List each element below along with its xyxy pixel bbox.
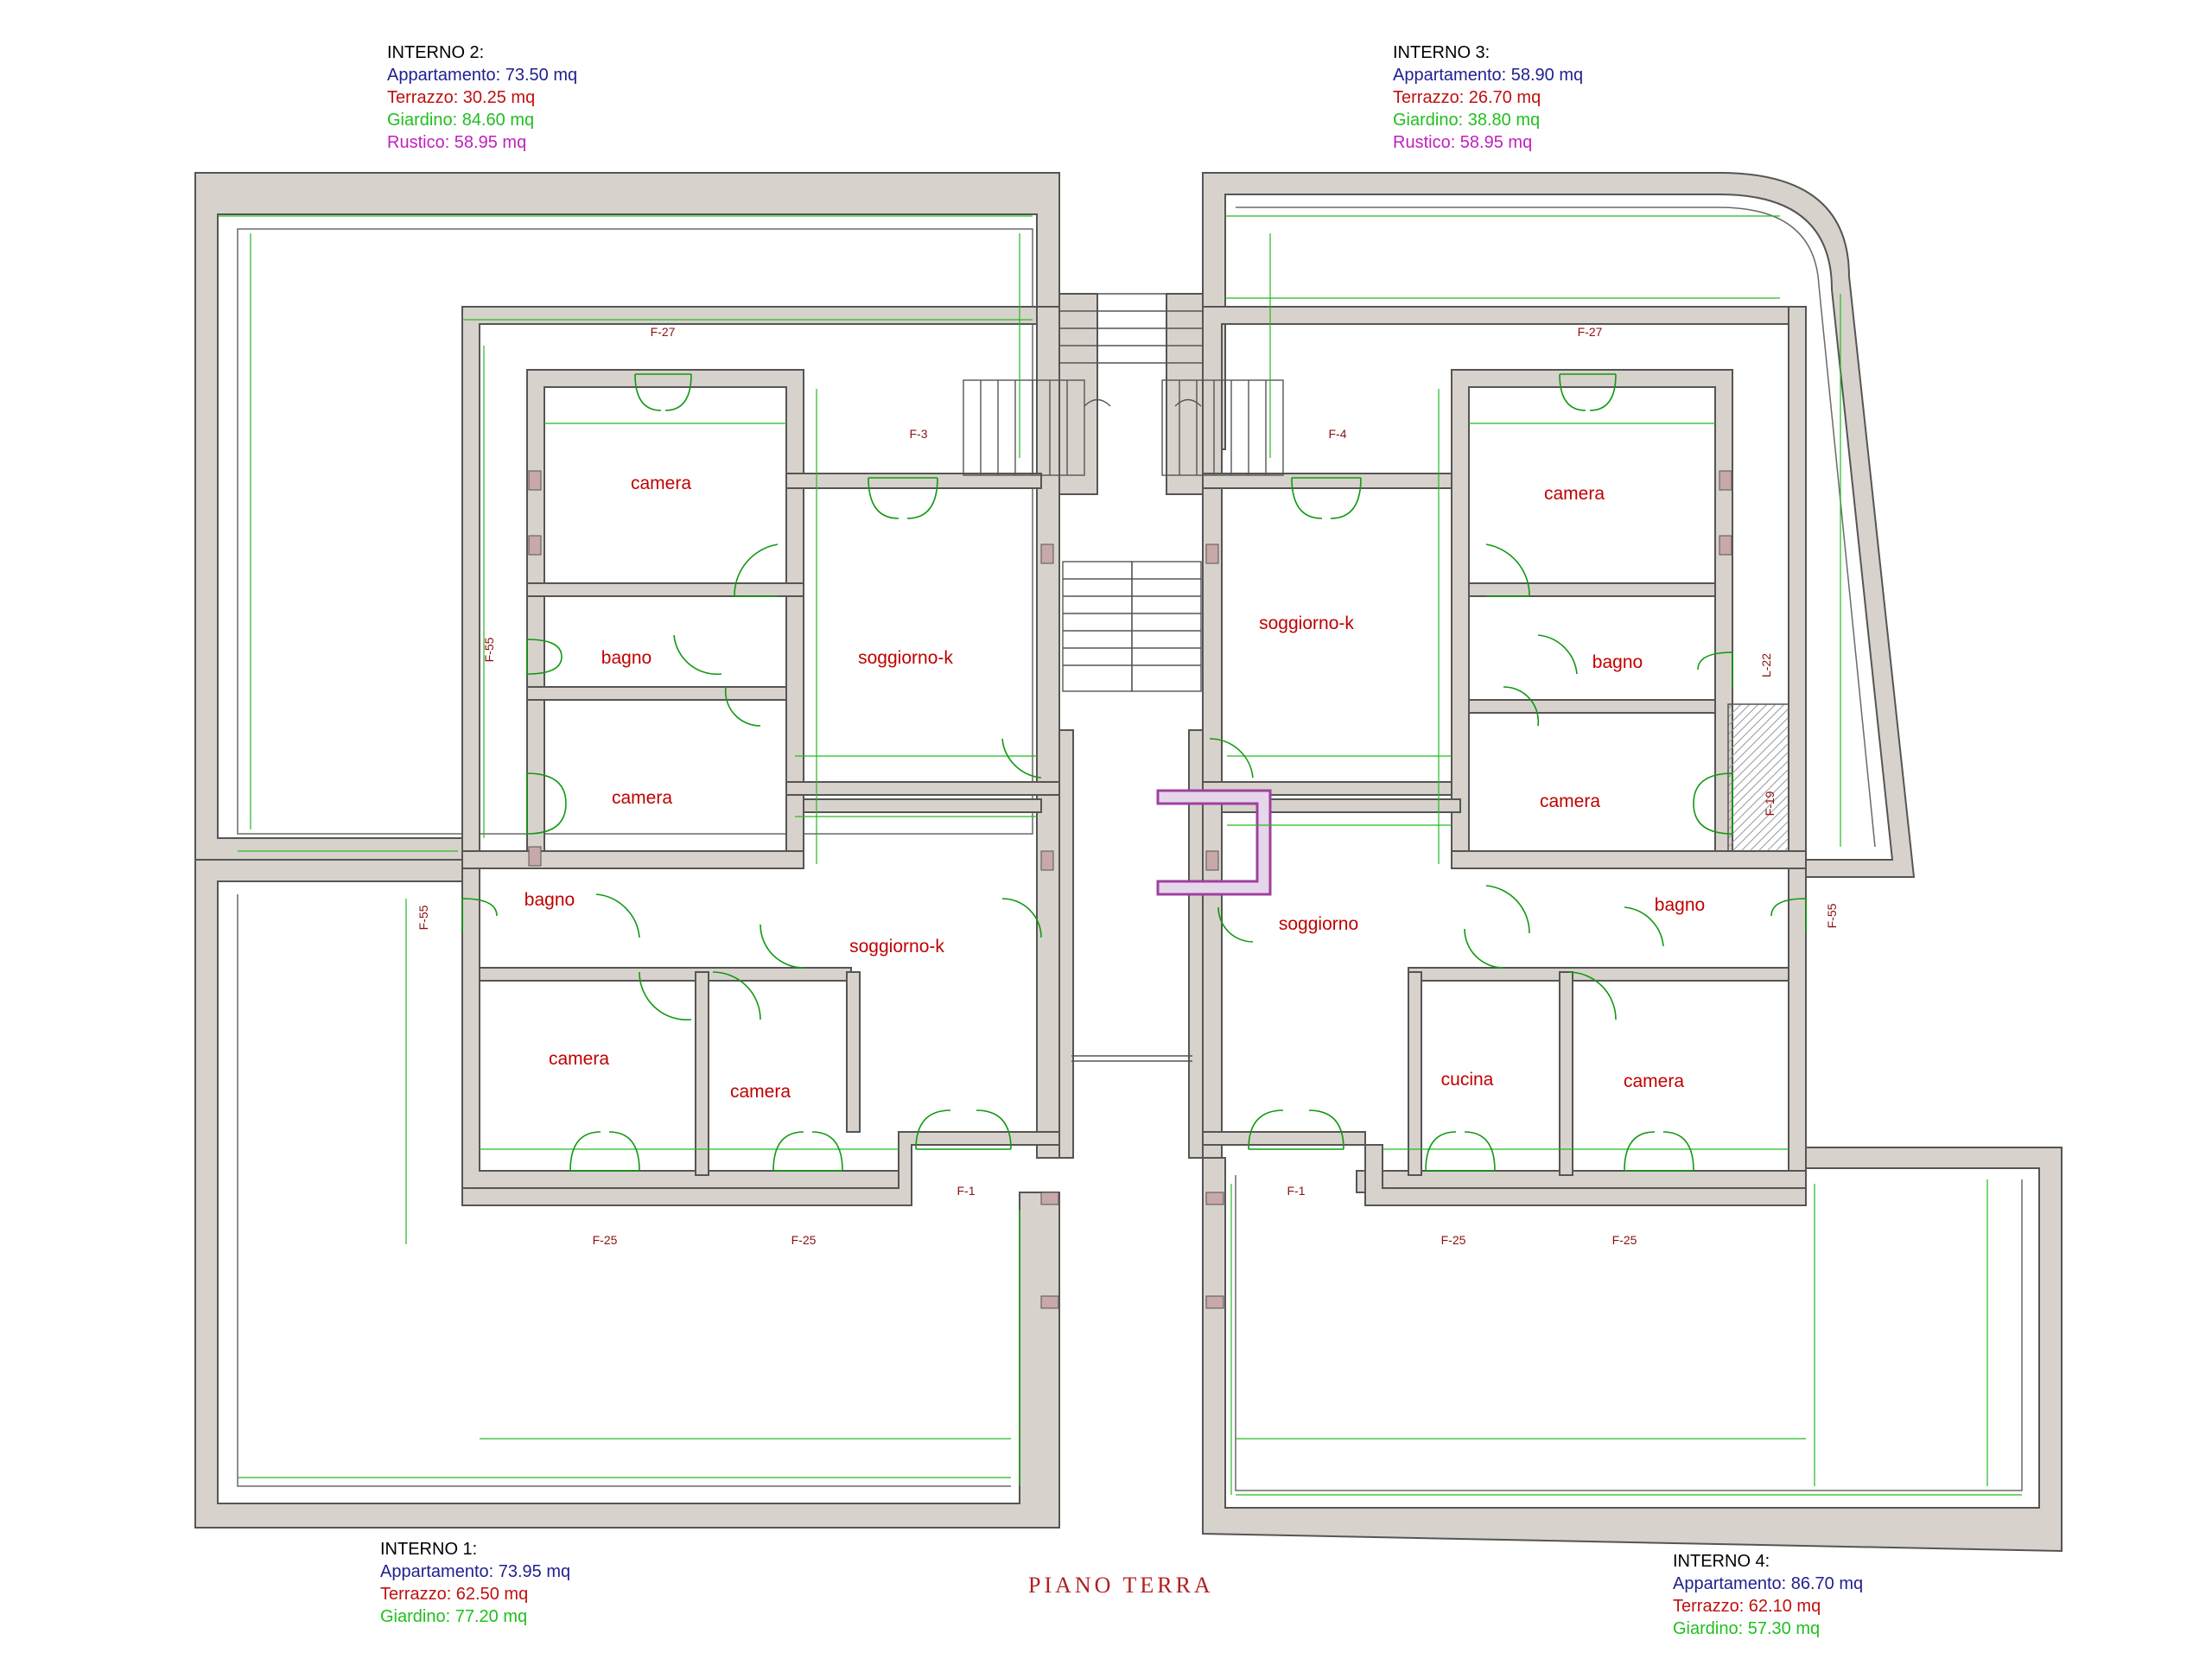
room-label-soggiorno-k: soggiorno-k — [849, 937, 944, 957]
legend-terrazzo: Terrazzo: 26.70 mq — [1393, 88, 1541, 107]
window-code: F-25 — [592, 1233, 618, 1247]
legend-title: INTERNO 4: — [1673, 1552, 1770, 1571]
legend-interno-2: INTERNO 2: Appartamento: 73.50 mq Terraz… — [387, 41, 577, 154]
stairs — [963, 293, 1284, 1062]
legend-title: INTERNO 1: — [380, 1540, 478, 1559]
legend-giardino: Giardino: 77.20 mq — [380, 1607, 528, 1626]
room-label-camera: camera — [630, 474, 692, 493]
window-code: L-22 — [1759, 652, 1773, 678]
room-label-bagno: bagno — [601, 648, 652, 668]
pillars — [528, 470, 1732, 1309]
room-label-camera: camera — [548, 1049, 610, 1069]
window-code: F-27 — [650, 325, 676, 339]
window-code: F-25 — [1611, 1233, 1637, 1247]
window-code: F-19 — [1763, 791, 1777, 817]
legend-interno-4: INTERNO 4: Appartamento: 86.70 mq Terraz… — [1673, 1550, 1863, 1640]
building-walls — [461, 293, 1807, 1206]
window-code: F-3 — [909, 427, 928, 441]
legend-title: INTERNO 2: — [387, 43, 485, 62]
legend-appartamento: Appartamento: 58.90 mq — [1393, 66, 1584, 85]
legend-giardino: Giardino: 84.60 mq — [387, 111, 535, 130]
room-label-camera: camera — [1539, 791, 1601, 811]
legend-terrazzo: Terrazzo: 30.25 mq — [387, 88, 536, 107]
window-code: F-1 — [957, 1184, 976, 1198]
room-label-camera: camera — [1623, 1071, 1685, 1091]
hatched-area — [1727, 703, 1789, 852]
legend-giardino: Giardino: 38.80 mq — [1393, 111, 1541, 130]
room-label-cucina: cucina — [1440, 1070, 1494, 1090]
legend-appartamento: Appartamento: 73.50 mq — [387, 66, 578, 85]
room-label-bagno: bagno — [524, 890, 575, 910]
legend-rustico: Rustico: 58.95 mq — [1393, 133, 1533, 152]
window-code: F-4 — [1328, 427, 1347, 441]
room-label-camera: camera — [1543, 484, 1605, 504]
doors-windows — [461, 373, 1807, 1172]
window-code: F-55 — [482, 637, 496, 663]
legend-rustico: Rustico: 58.95 mq — [387, 133, 527, 152]
window-code: F-27 — [1577, 325, 1603, 339]
window-code: F-1 — [1287, 1184, 1306, 1198]
legend-interno-1: INTERNO 1: Appartamento: 73.95 mq Terraz… — [380, 1538, 570, 1628]
room-label-soggiorno-k: soggiorno-k — [1259, 613, 1354, 633]
room-label-camera: camera — [611, 788, 673, 808]
plan-title: PIANO TERRA — [1028, 1573, 1214, 1598]
legend-giardino: Giardino: 57.30 mq — [1673, 1619, 1821, 1638]
window-code: F-25 — [1440, 1233, 1466, 1247]
room-label-soggiorno: soggiorno — [1278, 914, 1359, 934]
legend-terrazzo: Terrazzo: 62.50 mq — [380, 1585, 529, 1604]
legend-interno-3: INTERNO 3: Appartamento: 58.90 mq Terraz… — [1393, 41, 1583, 154]
room-label-bagno: bagno — [1654, 895, 1706, 915]
room-label-soggiorno-k: soggiorno-k — [858, 648, 953, 668]
window-code: F-55 — [416, 905, 430, 931]
legend-title: INTERNO 3: — [1393, 43, 1491, 62]
room-label-camera: camera — [729, 1082, 791, 1102]
terrace-inner-lines — [237, 207, 2023, 1491]
dimension-lines — [218, 215, 2022, 1496]
room-label-bagno: bagno — [1592, 652, 1643, 672]
legend-terrazzo: Terrazzo: 62.10 mq — [1673, 1597, 1821, 1616]
legend-appartamento: Appartamento: 86.70 mq — [1673, 1574, 1864, 1593]
legend-appartamento: Appartamento: 73.95 mq — [380, 1562, 571, 1581]
window-code: F-55 — [1825, 903, 1839, 929]
window-code: F-25 — [791, 1233, 817, 1247]
